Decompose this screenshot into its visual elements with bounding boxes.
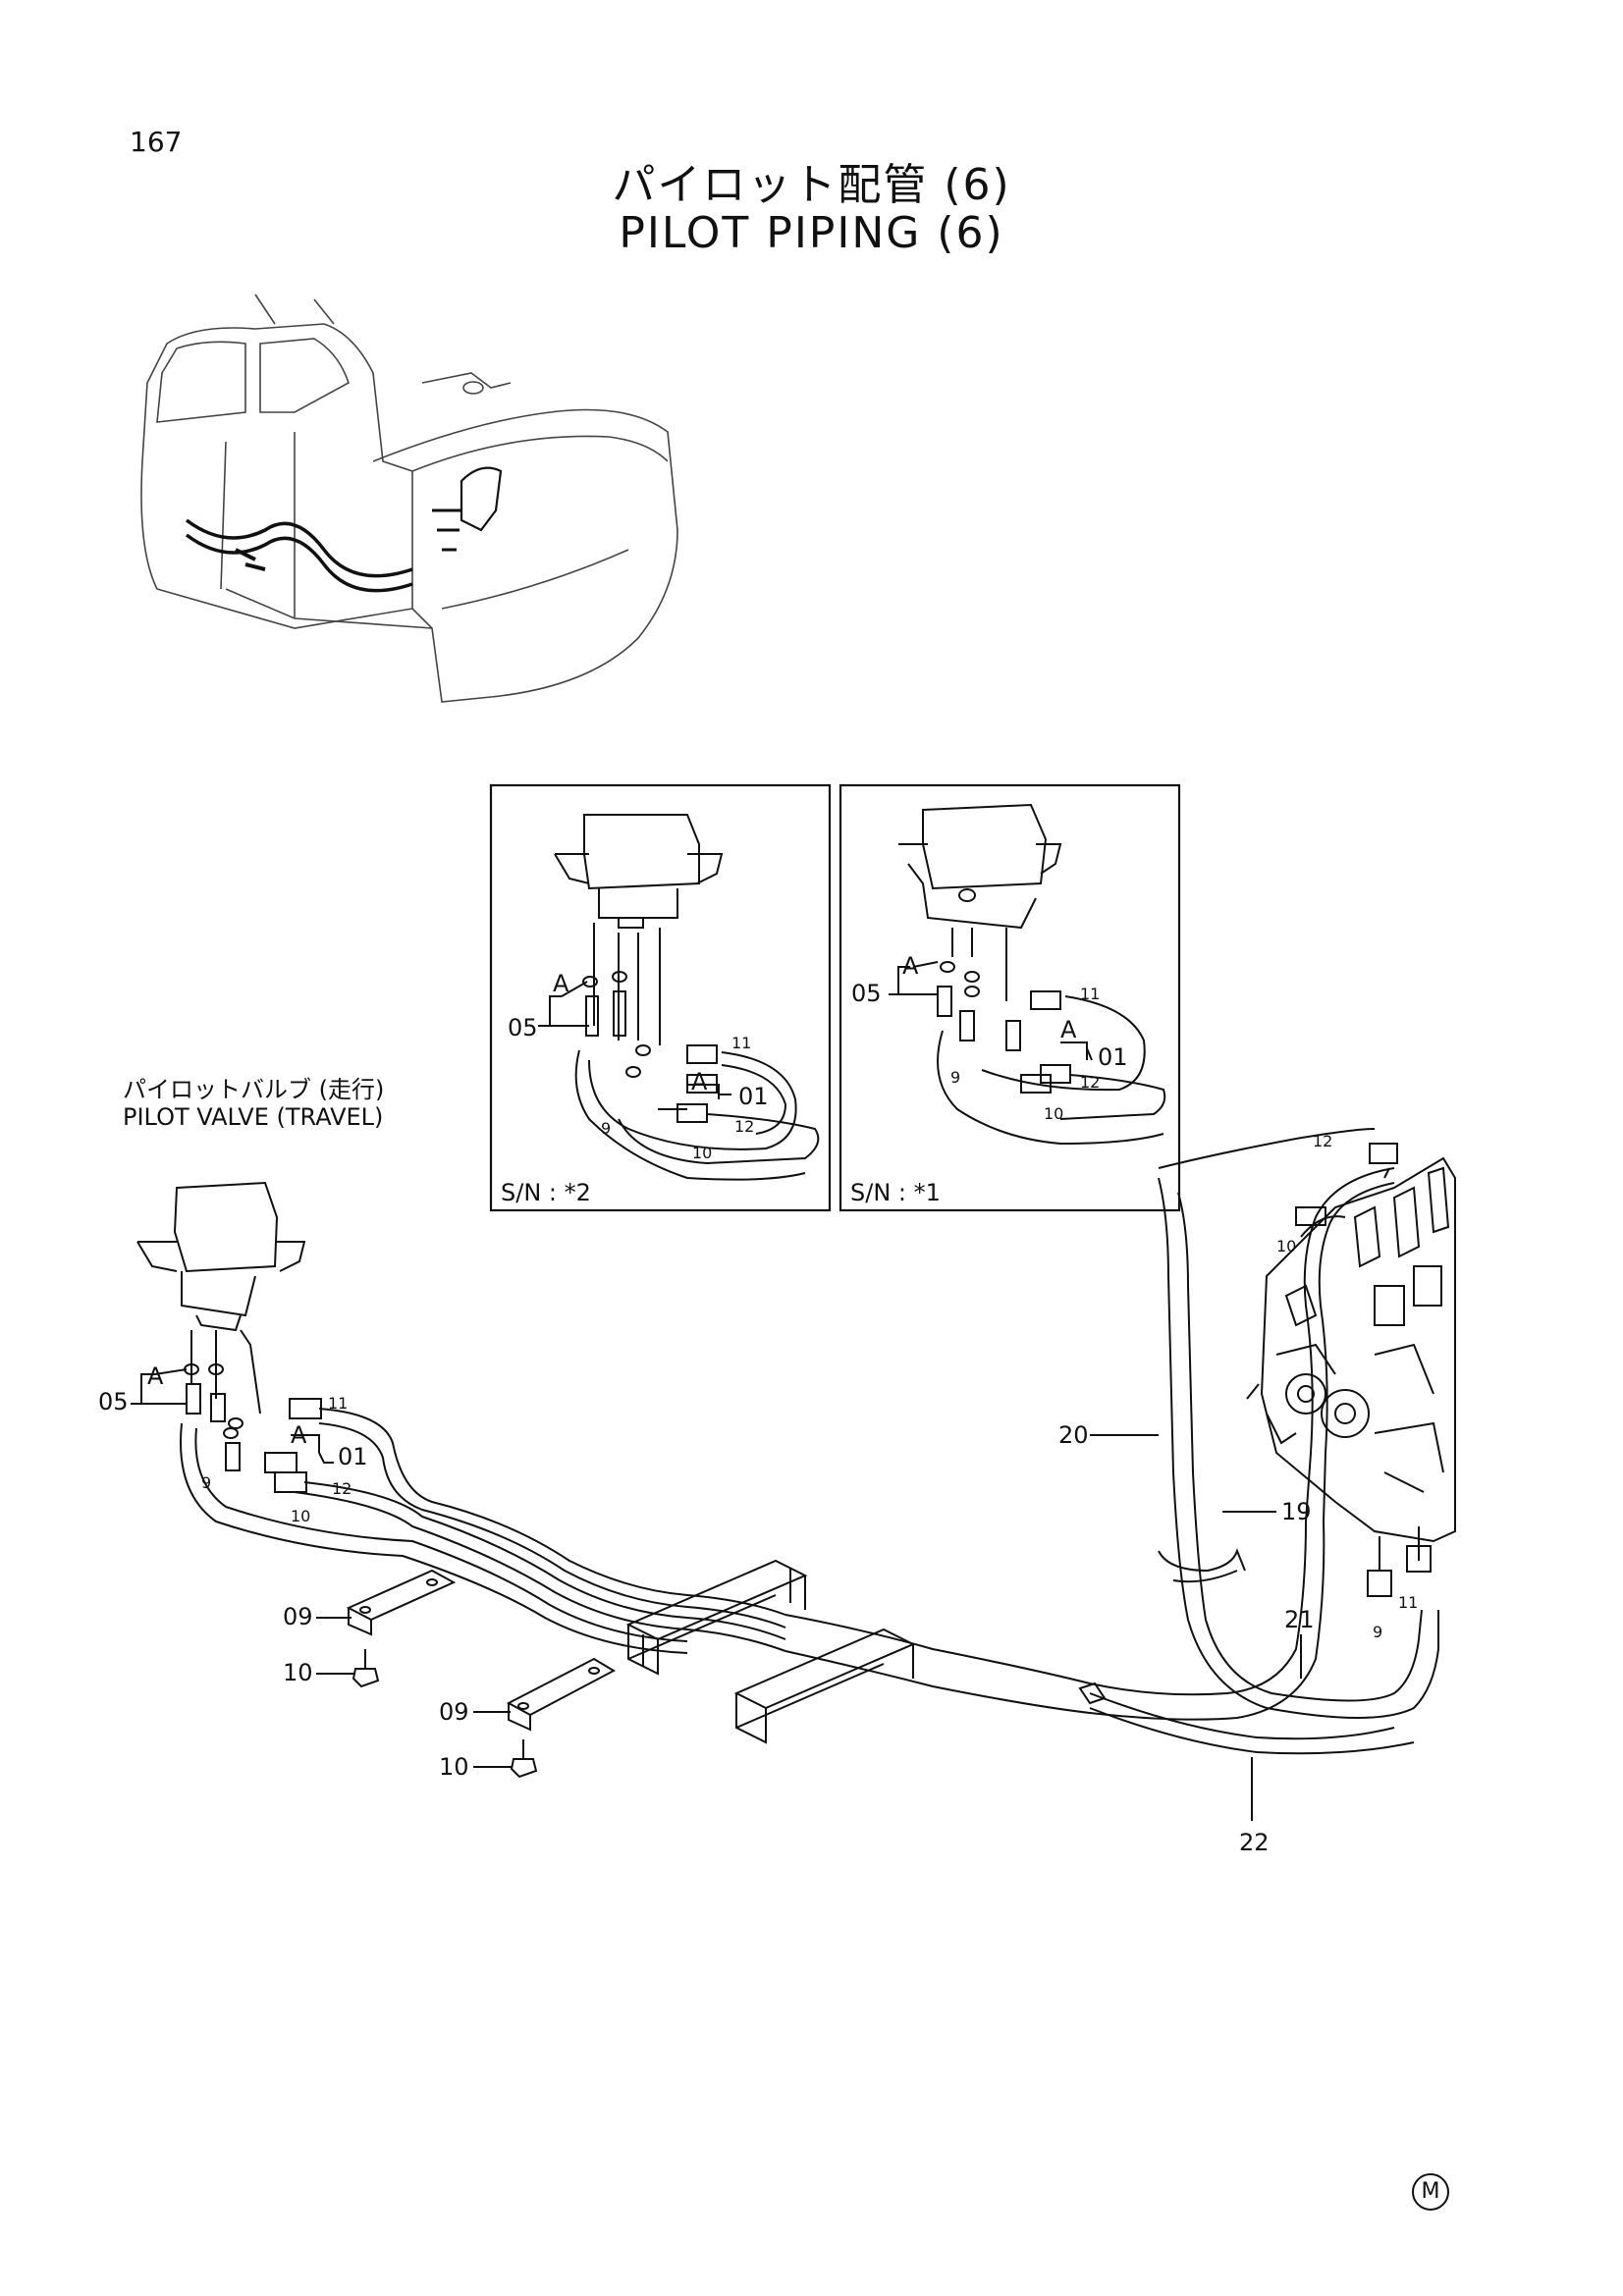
main-callout-10-b: 10 [439,1753,469,1781]
main-callout-19: 19 [1281,1498,1312,1525]
valve-callout-11: 11 [1398,1593,1418,1612]
inset2-callout-05: 05 [508,1014,538,1041]
main-callout-10-a: 10 [283,1659,313,1686]
bolt-10-a [352,1649,380,1688]
revision-mark: M [1412,2173,1449,2211]
bolt-10-b [510,1739,538,1779]
main-callout-05: 05 [98,1388,129,1415]
pilot-hose-bundle [180,1128,1439,1755]
control-valve-block [1246,1143,1456,1597]
inset2-callout-01: 01 [738,1083,769,1110]
inset1-callout-a-top: A [902,952,919,980]
hose-clamp-19 [1158,1548,1246,1583]
bracket-09-b [506,1657,617,1732]
page-title-japanese: パイロット配管 (6) [612,160,1011,210]
page-title-english: PILOT PIPING (6) [619,208,1004,258]
pilot-valve-label-english: PILOT VALVE (TRAVEL) [123,1103,384,1131]
inset1-callout-01: 01 [1098,1043,1128,1071]
support-rails [625,1559,1107,1744]
excavator-overview-illustration [140,294,678,703]
inset1-callout-10: 10 [1044,1104,1063,1123]
main-callout-12: 12 [332,1479,352,1498]
inset2-callout-a-top: A [553,970,569,997]
page-number: 167 [130,126,183,158]
inset2-callout-9: 9 [601,1119,611,1138]
pilot-valve-label-japanese: パイロットバルブ (走行) [123,1076,385,1103]
main-callout-a-top: A [147,1362,164,1390]
inset1-callout-11: 11 [1080,985,1100,1003]
valve-callout-9: 9 [1373,1623,1382,1641]
inset1-callout-9: 9 [950,1068,960,1087]
inset2-serial-label: S/N : *2 [501,1179,591,1206]
inset2-callout-a-mid: A [691,1068,708,1095]
inset1-callout-a-mid: A [1060,1016,1077,1043]
valve-callout-12: 12 [1313,1132,1332,1150]
inset2-callout-10: 10 [692,1144,712,1162]
inset-serial-1 [839,783,1181,1212]
main-callout-22: 22 [1239,1829,1270,1856]
main-callout-09-b: 09 [439,1698,469,1726]
main-callout-21: 21 [1284,1606,1315,1633]
inset2-callout-12: 12 [734,1117,754,1136]
main-callout-01: 01 [338,1443,368,1470]
main-callout-9: 9 [201,1473,211,1492]
valve-callout-10: 10 [1276,1237,1296,1255]
bracket-09-a [346,1569,457,1636]
inset1-serial-label: S/N : *1 [850,1179,941,1206]
main-callout-11: 11 [328,1394,348,1413]
inset-serial-2 [489,783,832,1212]
main-callout-09-a: 09 [283,1603,313,1630]
main-callout-10: 10 [291,1507,310,1525]
main-callout-20: 20 [1058,1421,1089,1449]
inset2-callout-11: 11 [731,1034,751,1052]
pilot-valve-travel [136,1181,322,1493]
inset1-callout-12: 12 [1080,1073,1100,1092]
inset1-callout-05: 05 [851,980,882,1007]
